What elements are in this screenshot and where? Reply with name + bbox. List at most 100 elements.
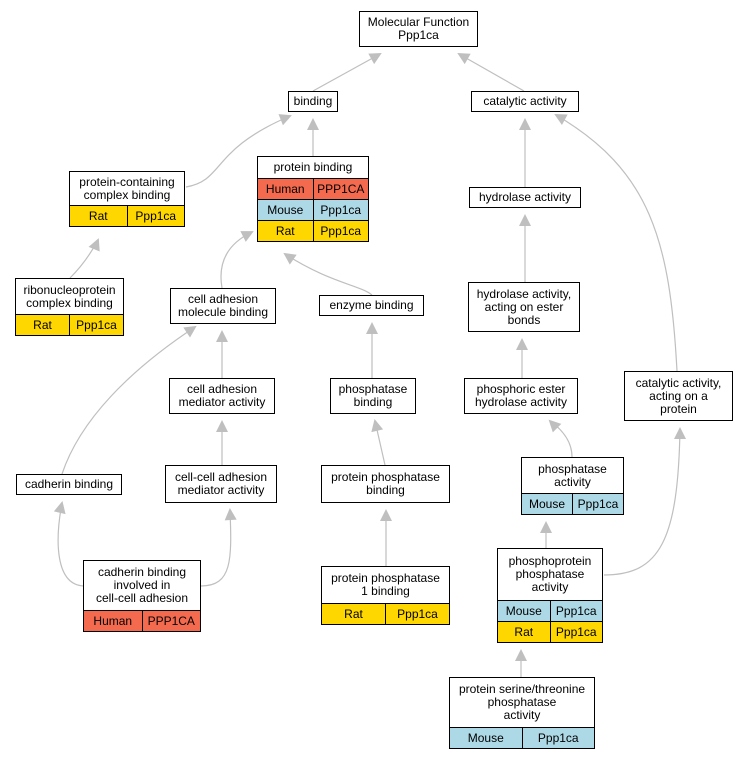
gene-symbol: Ppp1ca [126,206,185,226]
term-label-line: activity [503,708,541,722]
species-name: Rat [344,607,363,621]
term-node-hydrolase[interactable]: hydrolase activity [469,187,581,208]
edge-ppa-to-catprot [603,428,681,576]
edge-catalytic-to-mf [458,53,525,92]
term-label-line: phosphatase [338,382,408,396]
gene-symbol: Ppp1ca [312,200,369,220]
term-label-line: phosphoric ester [476,382,566,396]
term-label-line: cadherin binding [97,565,187,579]
term-label-line: protein phosphatase [331,470,440,484]
species-name: Rat [275,224,295,238]
term-label-line: hydrolase activity [474,395,568,409]
arrowhead-catalytic-to-mf [457,53,471,65]
term-label-line: cadherin binding [24,477,114,491]
term-label-line: protein phosphatase [331,571,440,585]
species-name: Mouse [528,497,566,511]
species-row-rat: Rat Ppp1ca [70,205,184,226]
term-label-line: protein serine/threonine [458,682,586,696]
gene-symbol: Ppp1ca [572,494,623,514]
term-label-line: binding [353,395,393,409]
species-row-mouse: Mouse Ppp1ca [498,600,602,621]
term-node-binding[interactable]: binding [288,91,338,112]
term-label-line: cell-cell adhesion [174,470,268,484]
edge-enzyme-to-protbind [284,253,373,296]
term-node-catalytic[interactable]: catalytic activity [471,91,579,112]
term-label-line: acting on a [649,388,708,403]
species-name: Rat [88,209,108,223]
arrowhead-hydroester-to-hydrolase [519,214,531,226]
species-name: Mouse [267,203,304,217]
arrowhead-cadherin-to-cam [183,325,197,338]
term-label-line: activity [554,474,591,489]
arrowhead-phosbind-to-enzyme [366,322,378,334]
term-label-line: binding [293,94,333,108]
term-label: cadherin binding [17,475,121,494]
term-label-line: complex binding [26,295,113,310]
species-name: Human [265,182,305,196]
species-row-mouse: Mouse Ppp1ca [258,199,368,220]
edge-cam-to-protbind [220,231,253,289]
gene-symbol: Ppp1ca [385,604,449,624]
edge-catprot-to-catalytic [555,114,678,372]
arrowhead-cam-to-protbind [240,231,254,242]
gene-symbol: Ppp1ca [549,622,603,642]
term-node-enzyme[interactable]: enzyme binding [319,295,424,316]
arrowhead-pp1-to-ppbind [380,509,392,521]
species-name: Mouse [505,604,542,618]
species-name: Human [93,614,133,628]
term-label-line: mediator activity [178,395,266,409]
term-label-line: protein binding [273,160,353,174]
arrowhead-rnp-to-pcb [88,238,100,252]
term-label-line: phosphatase [515,567,585,581]
term-label-line: protein [660,401,697,416]
term-label-line: mediator activity [177,483,265,497]
term-label-line: phosphoprotein [508,554,592,568]
gene-symbol: Ppp1ca [549,601,603,621]
term-node-cadherin[interactable]: cadherin binding [16,474,122,495]
term-label: catalytic activity [472,92,578,111]
arrowhead-binding-to-mf [368,53,382,65]
arrowhead-pcb-to-binding [278,114,292,126]
term-label-line: molecule binding [177,305,269,319]
gene-symbol: PPP1CA [312,179,369,199]
species-row-rat: Rat Ppp1ca [322,603,449,624]
term-label-line: enzyme binding [329,298,414,312]
arrowhead-cadcc-to-cadherin [53,501,66,515]
arrowhead-ccam-to-camed [216,420,228,432]
species-row-rat: Rat Ppp1ca [498,621,602,642]
term-label: enzyme binding [320,296,423,315]
species-name: Mouse [467,731,504,745]
species-name: Rat [514,625,534,639]
